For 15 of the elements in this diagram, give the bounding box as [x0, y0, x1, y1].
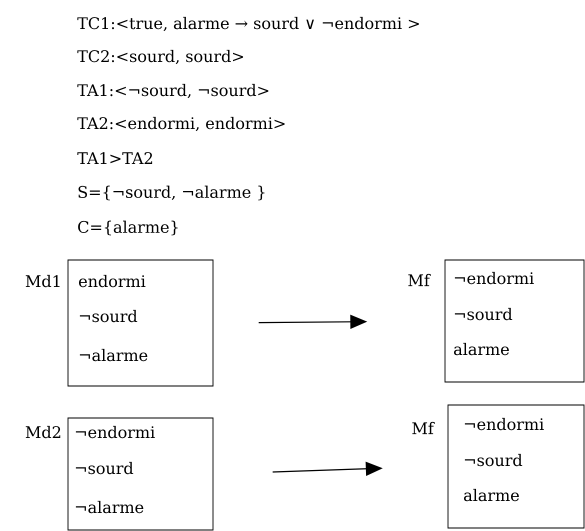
formula-line: TC2:<sourd, sourd>	[77, 50, 244, 64]
state-box: ¬endormi ¬sourd alarme	[448, 404, 584, 528]
state-name: Mf	[408, 274, 431, 286]
state-box: ¬endormi ¬sourd ¬alarme	[68, 418, 214, 530]
state-box: endormi ¬sourd ¬alarme	[68, 260, 214, 386]
formula-line: C={alarme}	[78, 220, 178, 236]
state-box: ¬endormi ¬sourd alarme	[444, 260, 584, 382]
formula-line: TA2:<endormi, endormi>	[77, 116, 285, 132]
state-name: Mf	[412, 422, 435, 434]
formula-line: TC1:<true, alarme → sourd ∨ ¬endormi >	[77, 16, 419, 32]
formula-line: TA1:<¬sourd, ¬sourd>	[77, 84, 268, 98]
state-name: Md2	[26, 426, 60, 438]
formula-line: S={¬sourd, ¬alarme }	[78, 186, 264, 200]
state-name: Md1	[26, 274, 60, 288]
formula-line: TA1>TA2	[77, 152, 152, 164]
